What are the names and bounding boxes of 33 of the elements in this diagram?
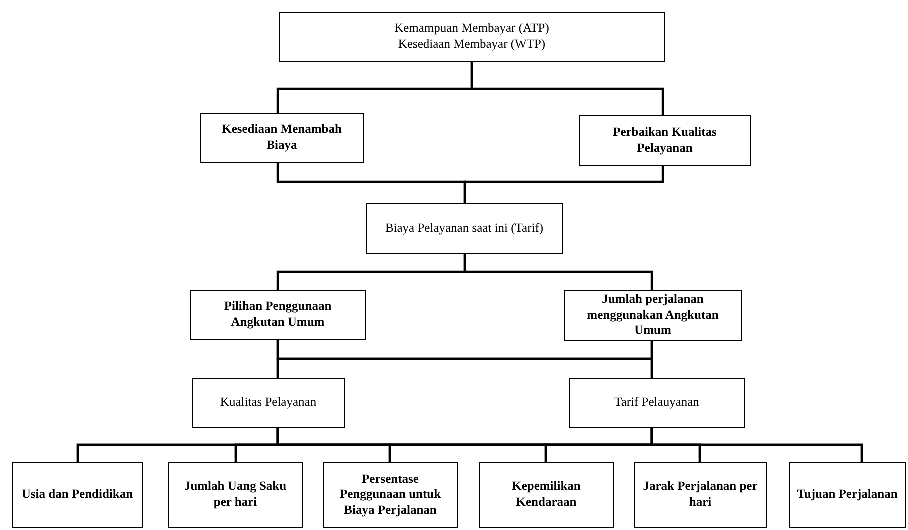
box-label: Jumlah perjalanan menggunakan Angkutan Umum <box>586 292 720 339</box>
process-box <box>168 462 303 528</box>
box-label: Kemampuan Membayar (ATP) Kesediaan Membayar (WTP) <box>394 21 550 53</box>
connector-line <box>470 62 664 115</box>
box-label: Persentase Penggunaan untuk Biaya Perjalanan <box>338 472 442 518</box>
process-box <box>789 462 906 528</box>
process-box <box>12 462 143 528</box>
box-label: Pilihan Penggunaan Angkutan Umum <box>223 299 333 331</box>
connector-line <box>464 166 664 203</box>
box-label: Jarak Perjalanan per hari <box>642 479 759 511</box>
box-label: Tujuan Perjalanan <box>797 487 898 503</box>
process-box <box>190 290 366 340</box>
process-box <box>366 203 563 254</box>
connector-line <box>650 428 864 462</box>
process-box <box>192 378 345 428</box>
box-label: Kualitas Pelayanan <box>220 395 317 411</box>
process-box <box>569 378 745 428</box>
box-label: Kesediaan Menambah Biaya <box>221 122 343 154</box>
box-label: Usia dan Pendidikan <box>22 487 134 503</box>
process-box <box>579 115 751 166</box>
process-box <box>634 462 767 528</box>
box-label: Kepemilikan Kendaraan <box>511 479 582 511</box>
process-box <box>200 113 364 163</box>
process-box <box>323 462 458 528</box>
box-label: Perbaikan Kualitas Pelayanan <box>612 124 718 156</box>
connector-line <box>650 341 654 378</box>
process-box <box>564 290 742 341</box>
box-label: Biaya Pelayanan saat ini (Tarif) <box>385 220 544 236</box>
process-box <box>279 12 665 62</box>
box-label: Tarif Pelauyanan <box>614 395 700 411</box>
process-box <box>479 462 614 528</box>
connector-line <box>464 254 654 290</box>
box-label: Jumlah Uang Saku per hari <box>183 479 288 511</box>
